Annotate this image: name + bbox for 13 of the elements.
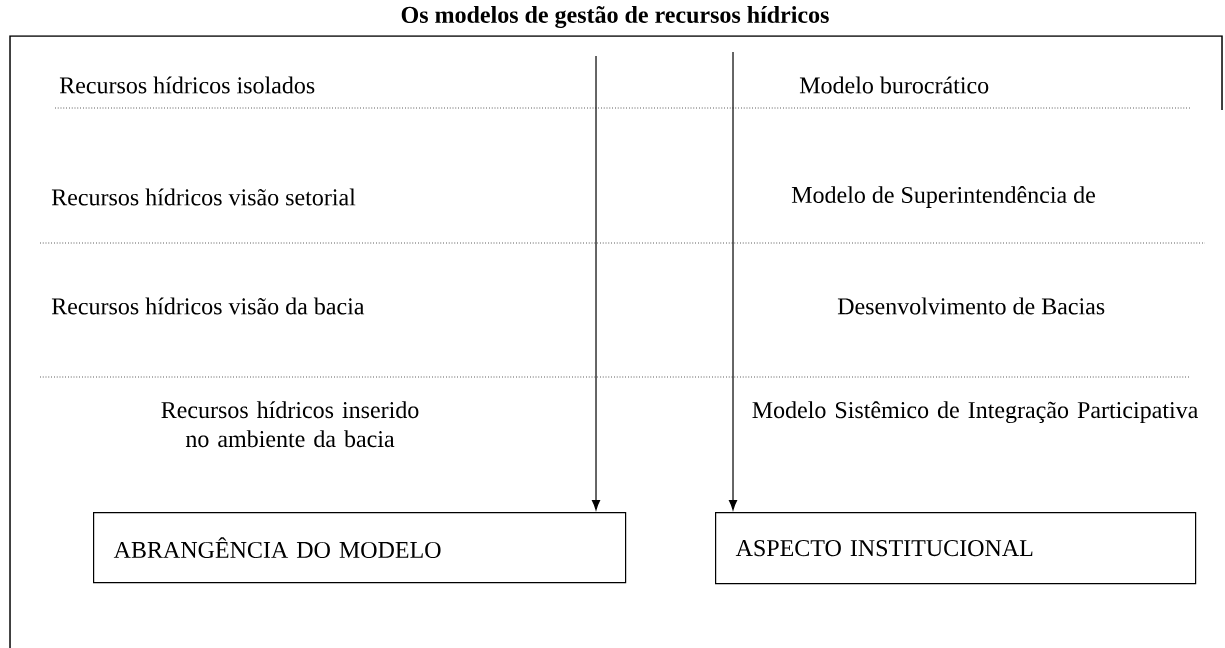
row-label: Recursos hídricos visão da bacia xyxy=(51,297,365,315)
row-label: Recursos hídricos inserido no ambiente da bacia xyxy=(161,401,419,448)
arrow xyxy=(591,55,601,511)
row-label: Modelo burocrático xyxy=(799,76,989,94)
row-label: Modelo de Superintendência de xyxy=(791,186,1095,208)
arrow xyxy=(728,51,738,511)
category-box: ASPECTO INSTITUCIONAL xyxy=(715,512,1197,585)
row-label: Recursos hídricos isolados xyxy=(59,76,315,94)
category-box: ABRANGÊNCIA DO MODELO xyxy=(93,512,627,584)
row-label: Desenvolvimento de Bacias xyxy=(837,297,1105,315)
row-label: Recursos hídricos visão setorial xyxy=(51,188,356,206)
row-label: Modelo Sistêmico de Integração Participativa xyxy=(752,401,1198,424)
title: Os modelos de gestão de recursos hídricos xyxy=(401,6,829,28)
